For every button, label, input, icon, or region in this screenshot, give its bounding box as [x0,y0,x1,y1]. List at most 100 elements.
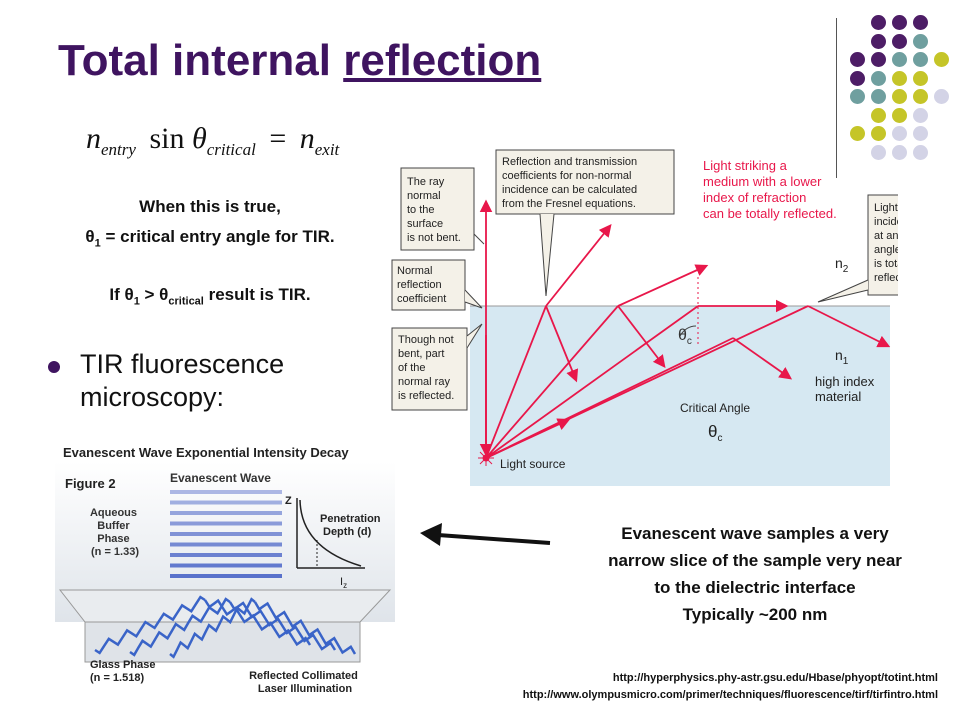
box-fresnel: Reflection and transmission coefficients… [495,149,675,297]
glass-phase-label: Glass Phase (n = 1.518) [90,659,159,684]
critical-angle-symbol: θc [708,422,722,444]
evanescent-band [170,532,282,536]
light-source-label: Light source [500,457,566,471]
reference-links: http://hyperphysics.phy-astr.gsu.edu/Hba… [523,670,938,704]
laser-wave [203,598,312,647]
decor-dot [892,52,907,67]
figure-title: Evanescent Wave Exponential Intensity De… [63,445,349,460]
title-underlined-word: reflection [343,36,542,85]
decor-dot [850,70,865,86]
evanescent-band [170,511,282,515]
critical-angle-arc [679,325,697,337]
ray-3 [485,305,619,459]
ray-2-refracted [545,224,612,307]
svg-text:Light incident at: Light incident at any angle > θc is tota… [874,202,898,284]
tir-explanation-red: Light striking a medium with a lower ind… [703,158,837,221]
intensity-label: Iz [340,576,347,590]
decor-dot [913,89,928,104]
box-though-not-bent: Though not bent, part of the normal ray … [391,323,483,411]
laser-wave-paths [94,595,357,659]
ray-7 [485,337,734,459]
decor-dot [913,126,928,141]
laser-wave [228,601,337,651]
ray-3-reflected [617,305,666,368]
decor-dot [871,126,886,141]
ray-5-reflected [807,305,891,348]
decor-dot [892,70,907,86]
decor-dot [934,89,949,104]
condition-line-1: When this is true, [139,197,281,216]
evanescent-band [170,563,282,568]
decor-dot [871,52,886,67]
light-source-icon [478,450,494,466]
laser-wave [253,601,357,655]
laser-wave [169,597,256,659]
box-normal-reflection: Normal reflection coefficient [391,259,483,311]
evanescent-wave-bands [170,490,282,578]
decor-dot [892,126,907,141]
ray-2-reflected [545,305,579,383]
decor-dot [913,33,928,49]
box-ray-normal: The ray normal to the surface is not ben… [400,167,485,251]
box-light-incident: Light incident at any angle > θc is tota… [817,194,898,303]
light-rays [479,199,891,459]
svg-text:Reflection and transmission: Reflection and transmission coefficients… [502,156,640,210]
critical-angle-label: Critical Angle [680,401,750,415]
evanescent-band [170,521,282,526]
decor-dot [871,15,886,30]
divider-line [836,18,837,178]
tir-refraction-diagram: θc Light source Critical Angle θc n2 n1 … [391,149,898,486]
evanescent-wave-label: Evanescent Wave [170,471,271,485]
decor-dot [913,15,928,30]
tir-formula: nentry sin θcritical = nexit [86,122,340,159]
evanescent-band [170,542,282,547]
aqueous-phase-label: Aqueous Buffer Phase (n = 1.33) [90,507,140,558]
theta-c-label: θc [678,327,692,347]
laser-illumination-label: Reflected Collimated Laser Illumination [249,670,361,695]
decor-dot [892,144,907,160]
condition-line-2: θ1 = critical entry angle for TIR. [85,227,335,250]
decor-dot [892,107,907,123]
decor-dot [892,33,907,49]
ray-7-reflected [732,337,793,380]
decor-dot [892,89,907,104]
decor-dot [871,70,886,86]
ray-4 [485,305,699,459]
intensity-decay-plot [296,498,365,569]
evanescent-band [170,490,282,494]
n1-label: n1 [835,347,849,367]
decor-dot [850,52,865,67]
reference-link-olympus[interactable]: http://www.olympusmicro.com/primer/techn… [522,689,938,701]
ray-3-refracted [617,264,709,307]
evanescent-band [170,574,282,578]
evanescent-explanation: Evanescent wave samples a very narrow sl… [608,524,902,624]
decor-dot [871,33,886,49]
svg-text:Normal reflection: Normal reflection coefficient [397,265,446,305]
svg-text:The ray normal to: The ray normal to the surface is not ben… [407,176,461,244]
decor-dot [934,52,949,67]
decor-dot [850,126,865,141]
ray-2 [485,305,547,459]
figure-label: Figure 2 [65,476,116,491]
penetration-depth-label: Penetration Depth (d) [320,513,384,538]
decor-dot [913,52,928,67]
decor-dot [871,107,886,123]
evanescent-wave-figure: Evanescent Wave Exponential Intensity De… [55,445,395,695]
condition-line-3: If θ1 > θcritical result is TIR. [109,285,311,308]
decor-dot [913,144,928,160]
z-axis-label: Z [285,495,292,507]
decor-dot [892,15,907,30]
decor-dot [871,144,886,160]
pointer-arrow [420,523,551,546]
bullet-dot [48,361,60,373]
evanescent-band [170,553,282,557]
reference-link-hyperphysics[interactable]: http://hyperphysics.phy-astr.gsu.edu/Hba… [612,672,938,684]
slide-title: Total internal reflection [58,36,542,85]
laser-wave [129,597,231,657]
decor-dot [913,70,928,86]
decor-dot [871,89,886,104]
svg-text:Though not bent, part: Though not bent, part of the normal ray … [398,334,457,402]
laser-wave [94,595,206,655]
